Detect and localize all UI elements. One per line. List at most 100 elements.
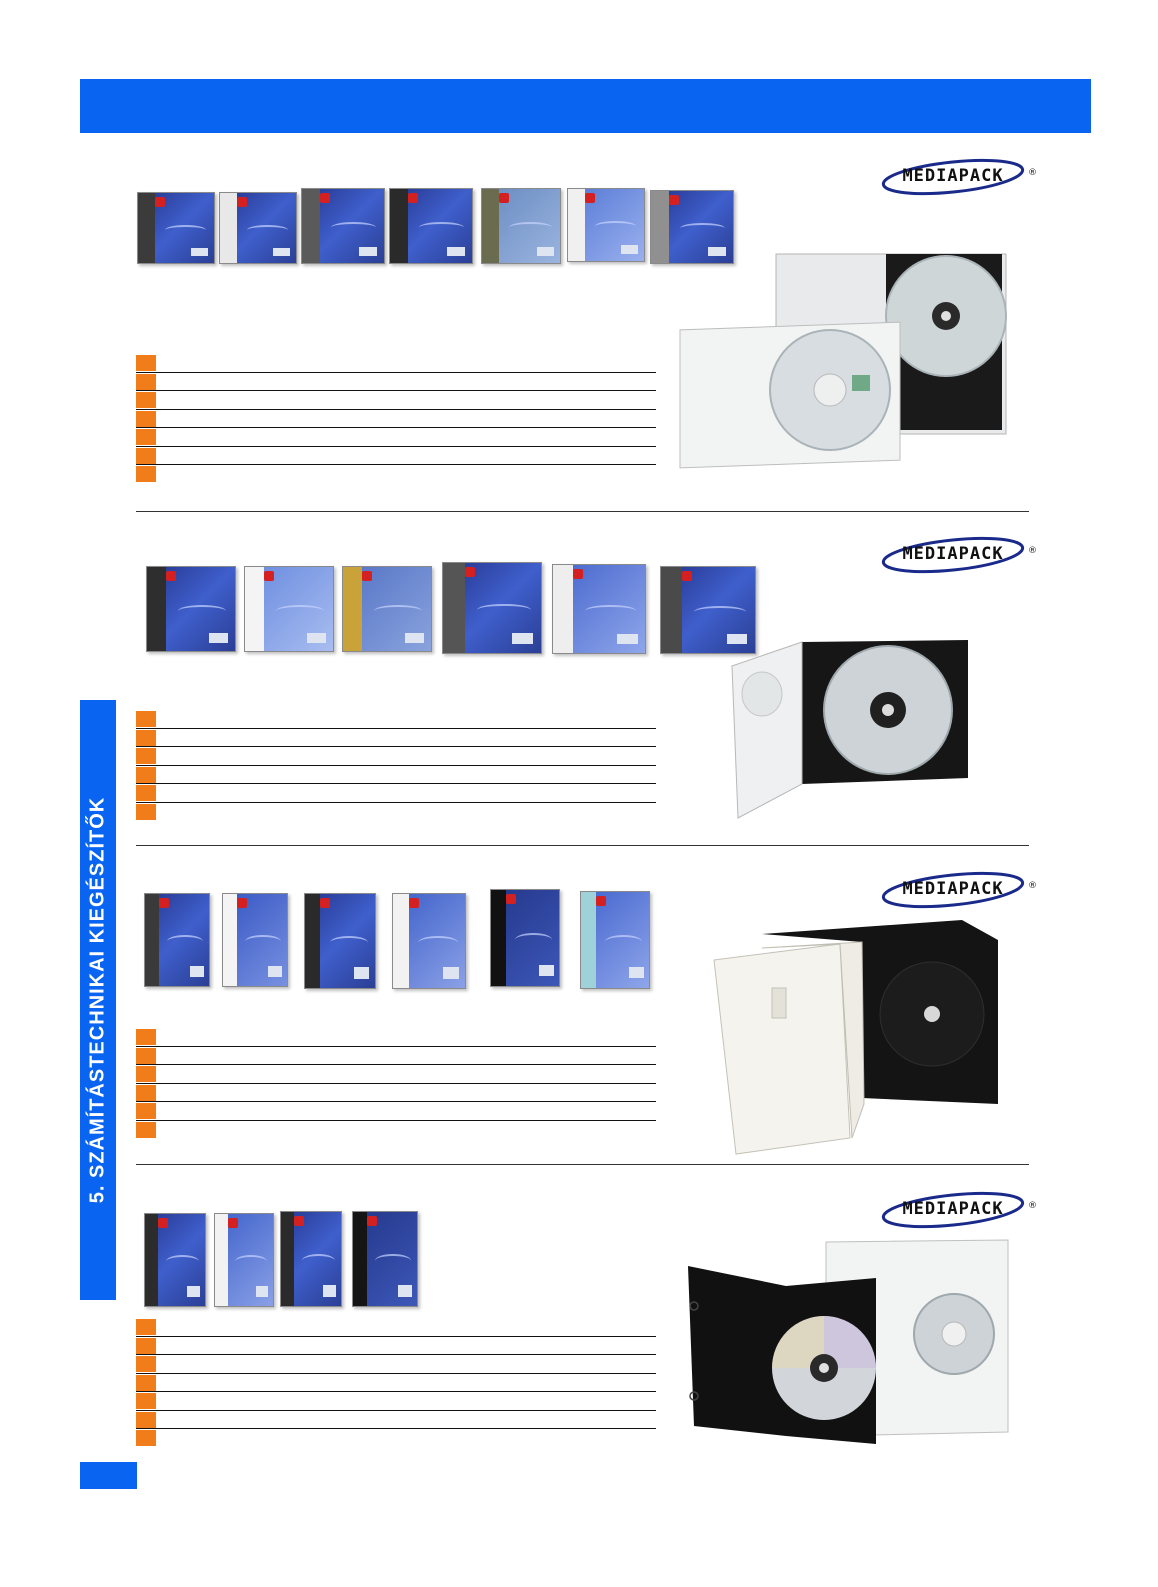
spec-row bbox=[136, 1084, 656, 1102]
spec-row bbox=[136, 729, 656, 747]
row-marker bbox=[136, 1047, 156, 1064]
header-bar bbox=[80, 79, 1091, 133]
registered-mark: ® bbox=[1028, 168, 1037, 178]
mediapack-logo: MEDIAPACK ® bbox=[873, 534, 1037, 578]
spec-row bbox=[136, 354, 656, 373]
spec-row bbox=[136, 1047, 656, 1065]
logo-wordmark: MEDIAPACK bbox=[902, 879, 1004, 899]
product-pack bbox=[222, 893, 288, 987]
chapter-side-tab: 5. SZÁMÍTÁSTECHNIKAI KIEGÉSZÍTŐK bbox=[80, 700, 116, 1300]
row-marker bbox=[136, 1066, 156, 1082]
row-marker bbox=[136, 1319, 156, 1335]
row-marker bbox=[136, 410, 156, 427]
spec-rows bbox=[136, 1318, 656, 1447]
product-pack bbox=[490, 889, 560, 987]
row-marker bbox=[136, 1337, 156, 1354]
jewel-case-illustration bbox=[679, 253, 1007, 469]
spec-row bbox=[136, 1337, 656, 1355]
spec-row bbox=[136, 428, 656, 447]
product-pack bbox=[280, 1211, 342, 1307]
spec-row bbox=[136, 1374, 656, 1392]
product-pack bbox=[442, 562, 542, 654]
row-marker bbox=[136, 1411, 156, 1428]
spec-row bbox=[136, 710, 656, 729]
spec-rows bbox=[136, 1028, 656, 1138]
product-pack bbox=[567, 188, 645, 262]
row-marker bbox=[136, 803, 156, 820]
spec-row bbox=[136, 373, 656, 391]
logo-swoosh-icon bbox=[881, 536, 1025, 574]
row-marker bbox=[136, 1084, 156, 1101]
product-pack bbox=[137, 192, 215, 264]
product-pack bbox=[580, 891, 650, 989]
dvd-case-illustration bbox=[713, 920, 998, 1155]
product-pack bbox=[342, 566, 432, 652]
spec-row bbox=[136, 1355, 656, 1374]
product-pack bbox=[244, 566, 334, 652]
product-pack bbox=[304, 893, 376, 989]
spec-row bbox=[136, 803, 656, 821]
row-marker bbox=[136, 429, 156, 445]
logo-wordmark: MEDIAPACK bbox=[902, 544, 1004, 564]
spec-row bbox=[136, 391, 656, 410]
section-divider bbox=[136, 511, 1029, 512]
section-divider bbox=[136, 845, 1029, 846]
spec-row bbox=[136, 1102, 656, 1121]
product-pack bbox=[481, 188, 561, 264]
row-marker bbox=[136, 373, 156, 390]
product-pack bbox=[389, 188, 473, 264]
spec-rows bbox=[136, 354, 656, 483]
product-pack bbox=[392, 893, 466, 989]
spec-row bbox=[136, 766, 656, 784]
row-marker bbox=[136, 711, 156, 727]
spec-row bbox=[136, 1429, 656, 1447]
row-marker bbox=[136, 392, 156, 408]
product-pack bbox=[146, 566, 236, 652]
product-pack bbox=[214, 1213, 274, 1307]
row-marker bbox=[136, 1356, 156, 1372]
row-marker bbox=[136, 447, 156, 464]
spec-row bbox=[136, 1318, 656, 1337]
product-pack bbox=[219, 192, 297, 264]
spec-row bbox=[136, 1392, 656, 1411]
logo-swoosh-icon bbox=[881, 158, 1025, 196]
mediapack-logo: MEDIAPACK ® bbox=[873, 156, 1037, 200]
spec-row bbox=[136, 1028, 656, 1047]
page-number-box bbox=[80, 1462, 137, 1489]
spec-row bbox=[136, 465, 656, 483]
spec-rows bbox=[136, 710, 656, 820]
row-marker bbox=[136, 1029, 156, 1045]
product-pack bbox=[660, 566, 756, 654]
spec-row bbox=[136, 1065, 656, 1084]
product-pack bbox=[301, 188, 385, 264]
row-marker bbox=[136, 729, 156, 746]
row-marker bbox=[136, 766, 156, 783]
row-marker bbox=[136, 785, 156, 801]
mediapack-logo: MEDIAPACK ® bbox=[873, 869, 1037, 913]
product-pack bbox=[144, 1213, 206, 1307]
chapter-label: 5. SZÁMÍTÁSTECHNIKAI KIEGÉSZÍTŐK bbox=[86, 796, 109, 1204]
spec-row bbox=[136, 447, 656, 465]
registered-mark: ® bbox=[1028, 1201, 1037, 1211]
product-pack bbox=[552, 564, 646, 654]
slim-case-illustration bbox=[731, 640, 968, 819]
spec-row bbox=[136, 1121, 656, 1139]
spec-row bbox=[136, 1411, 656, 1429]
row-marker bbox=[136, 1430, 156, 1446]
section-divider bbox=[136, 1164, 1029, 1165]
spec-row bbox=[136, 784, 656, 803]
registered-mark: ® bbox=[1028, 546, 1037, 556]
registered-mark: ® bbox=[1028, 881, 1037, 891]
row-marker bbox=[136, 1374, 156, 1391]
spec-row bbox=[136, 410, 656, 428]
row-marker bbox=[136, 748, 156, 764]
logo-wordmark: MEDIAPACK bbox=[902, 1199, 1004, 1219]
logo-swoosh-icon bbox=[881, 1191, 1025, 1229]
product-pack bbox=[650, 190, 734, 264]
row-marker bbox=[136, 1393, 156, 1409]
row-marker bbox=[136, 355, 156, 371]
row-marker bbox=[136, 1121, 156, 1138]
logo-swoosh-icon bbox=[881, 871, 1025, 909]
product-pack bbox=[144, 893, 210, 987]
row-marker bbox=[136, 466, 156, 482]
